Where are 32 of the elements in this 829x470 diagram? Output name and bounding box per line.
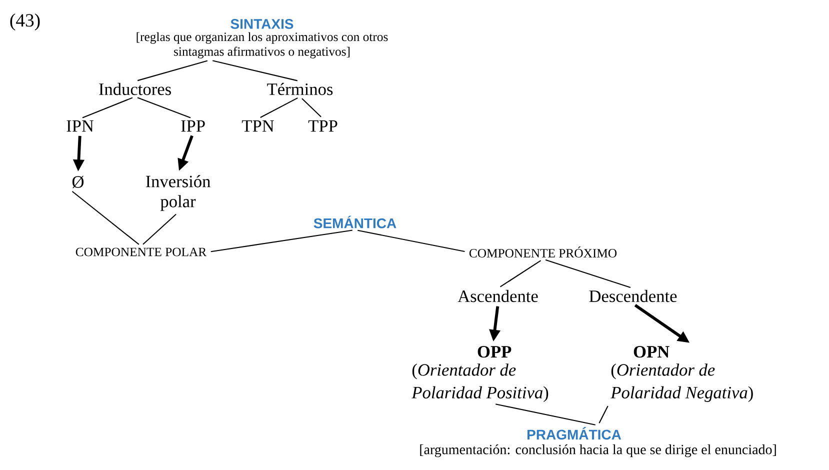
tree-line	[210, 230, 352, 252]
heading-text: SINTAXIS [reglas que organizan los aproximativos con otros sintagmas afirmativos o negativos]	[136, 19, 388, 58]
tree-line	[142, 214, 176, 245]
tree-line	[212, 60, 298, 82]
heading-text: SEMÁNTICA	[314, 216, 396, 228]
tree-line	[137, 60, 208, 82]
tree-line	[302, 98, 322, 118]
example-number: (43)	[10, 14, 40, 30]
tree-label: IPP	[181, 120, 205, 132]
tree-line	[260, 97, 298, 118]
tree-label: Inversión polar	[146, 175, 210, 211]
tree-label: Inductores	[99, 82, 171, 96]
tree-line	[82, 97, 133, 118]
tree-line	[500, 260, 542, 288]
tree-line	[72, 190, 140, 245]
tree-label: OPN (Orientador de Polaridad Negativa)	[610, 346, 753, 402]
tree-label: COMPONENTE PRÓXIMO	[469, 246, 617, 258]
tree-line	[545, 259, 631, 288]
tree-label: Ø	[72, 176, 84, 188]
tree-line	[358, 230, 465, 252]
heading-text: PRAGMÁTICA [argumentación: conclusión hacia la que se dirige el enunciado]	[420, 427, 776, 458]
tree-label: OPP (Orientador de Polaridad Positiva)	[412, 346, 548, 402]
tree-label: TPN	[242, 120, 274, 132]
tree-line	[598, 406, 608, 424]
tree-line	[496, 404, 596, 426]
tree-label: TPP	[308, 120, 338, 132]
tree-label: Descendente	[589, 290, 677, 302]
tree-label: IPN	[66, 120, 94, 132]
tree-label: Términos	[267, 82, 333, 96]
tree-label: Ascendente	[458, 290, 538, 302]
tree-label: COMPONENTE POLAR	[76, 248, 207, 256]
tree-line	[137, 97, 191, 118]
